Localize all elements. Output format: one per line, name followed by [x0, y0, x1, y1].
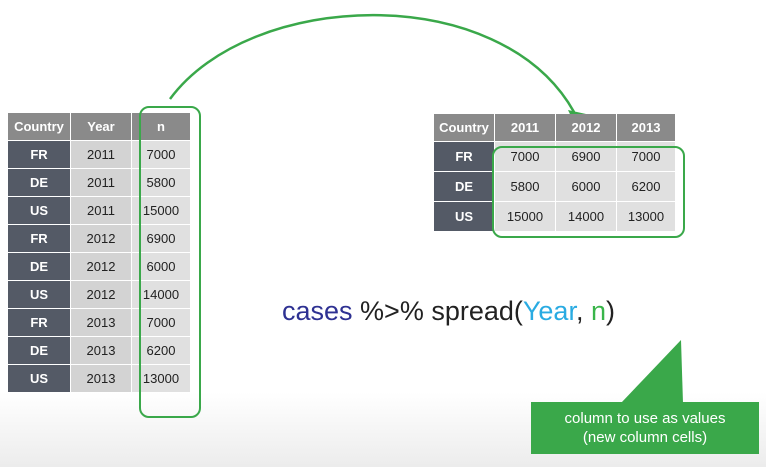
callout-line-1: column to use as values — [564, 410, 726, 427]
wide-cell-value: 6000 — [556, 172, 617, 202]
values-callout: column to use as values (new column cell… — [531, 402, 759, 454]
wide-cell-value: 6200 — [617, 172, 676, 202]
wide-cell-country: US — [434, 202, 495, 232]
long-cell-country: DE — [8, 253, 71, 281]
formula-value: n — [590, 296, 607, 326]
long-cell-year: 2012 — [71, 253, 132, 281]
spread-formula: cases %>% spread(Year, n) — [282, 296, 615, 327]
long-cell-year: 2013 — [71, 365, 132, 393]
long-cell-n: 15000 — [132, 197, 191, 225]
wide-header-2012: 2012 — [556, 114, 617, 142]
long-cell-year: 2011 — [71, 141, 132, 169]
long-cell-country: US — [8, 281, 71, 309]
n-column-highlight — [139, 106, 201, 418]
long-cell-country: US — [8, 197, 71, 225]
formula-pipe: %>% spread( — [352, 296, 523, 326]
wide-cell-country: FR — [434, 142, 495, 172]
wide-header-country: Country — [434, 114, 495, 142]
long-cell-year: 2011 — [71, 169, 132, 197]
long-cell-year: 2012 — [71, 281, 132, 309]
wide-cell-value: 13000 — [617, 202, 676, 232]
callout-line-2: (new column cells) — [582, 429, 708, 446]
long-cell-country: DE — [8, 169, 71, 197]
wide-cell-value: 15000 — [495, 202, 556, 232]
wide-header-2013: 2013 — [617, 114, 676, 142]
formula-sep: , — [575, 296, 591, 326]
long-cell-country: US — [8, 365, 71, 393]
long-cell-n: 14000 — [132, 281, 191, 309]
long-cell-n: 7000 — [132, 309, 191, 337]
long-cell-n: 6000 — [132, 253, 191, 281]
formula-dataset: cases — [282, 296, 353, 326]
long-cell-country: FR — [8, 309, 71, 337]
long-cell-country: FR — [8, 141, 71, 169]
long-cell-country: FR — [8, 225, 71, 253]
wide-header-2011: 2011 — [495, 114, 556, 142]
long-header-year: Year — [71, 113, 132, 141]
long-cell-year: 2013 — [71, 309, 132, 337]
arrow-curve — [168, 13, 576, 113]
long-header-n: n — [132, 113, 191, 141]
formula-key: Year — [522, 296, 576, 326]
values-highlight — [492, 146, 685, 238]
long-cell-year: 2011 — [71, 197, 132, 225]
long-header-country: Country — [8, 113, 71, 141]
long-cell-n: 6200 — [132, 337, 191, 365]
long-cell-n: 13000 — [132, 365, 191, 393]
long-table-header-row: Country Year n — [8, 113, 191, 141]
wide-cell-country: DE — [434, 172, 495, 202]
long-cell-n: 5800 — [132, 169, 191, 197]
formula-close: ) — [606, 296, 616, 326]
long-cell-country: DE — [8, 337, 71, 365]
wide-cell-value: 14000 — [556, 202, 617, 232]
long-cell-year: 2013 — [71, 337, 132, 365]
long-cell-year: 2012 — [71, 225, 132, 253]
long-cell-n: 6900 — [132, 225, 191, 253]
wide-cell-value: 5800 — [495, 172, 556, 202]
long-cell-n: 7000 — [132, 141, 191, 169]
wide-table-header-row: Country 2011 2012 2013 — [434, 114, 676, 142]
